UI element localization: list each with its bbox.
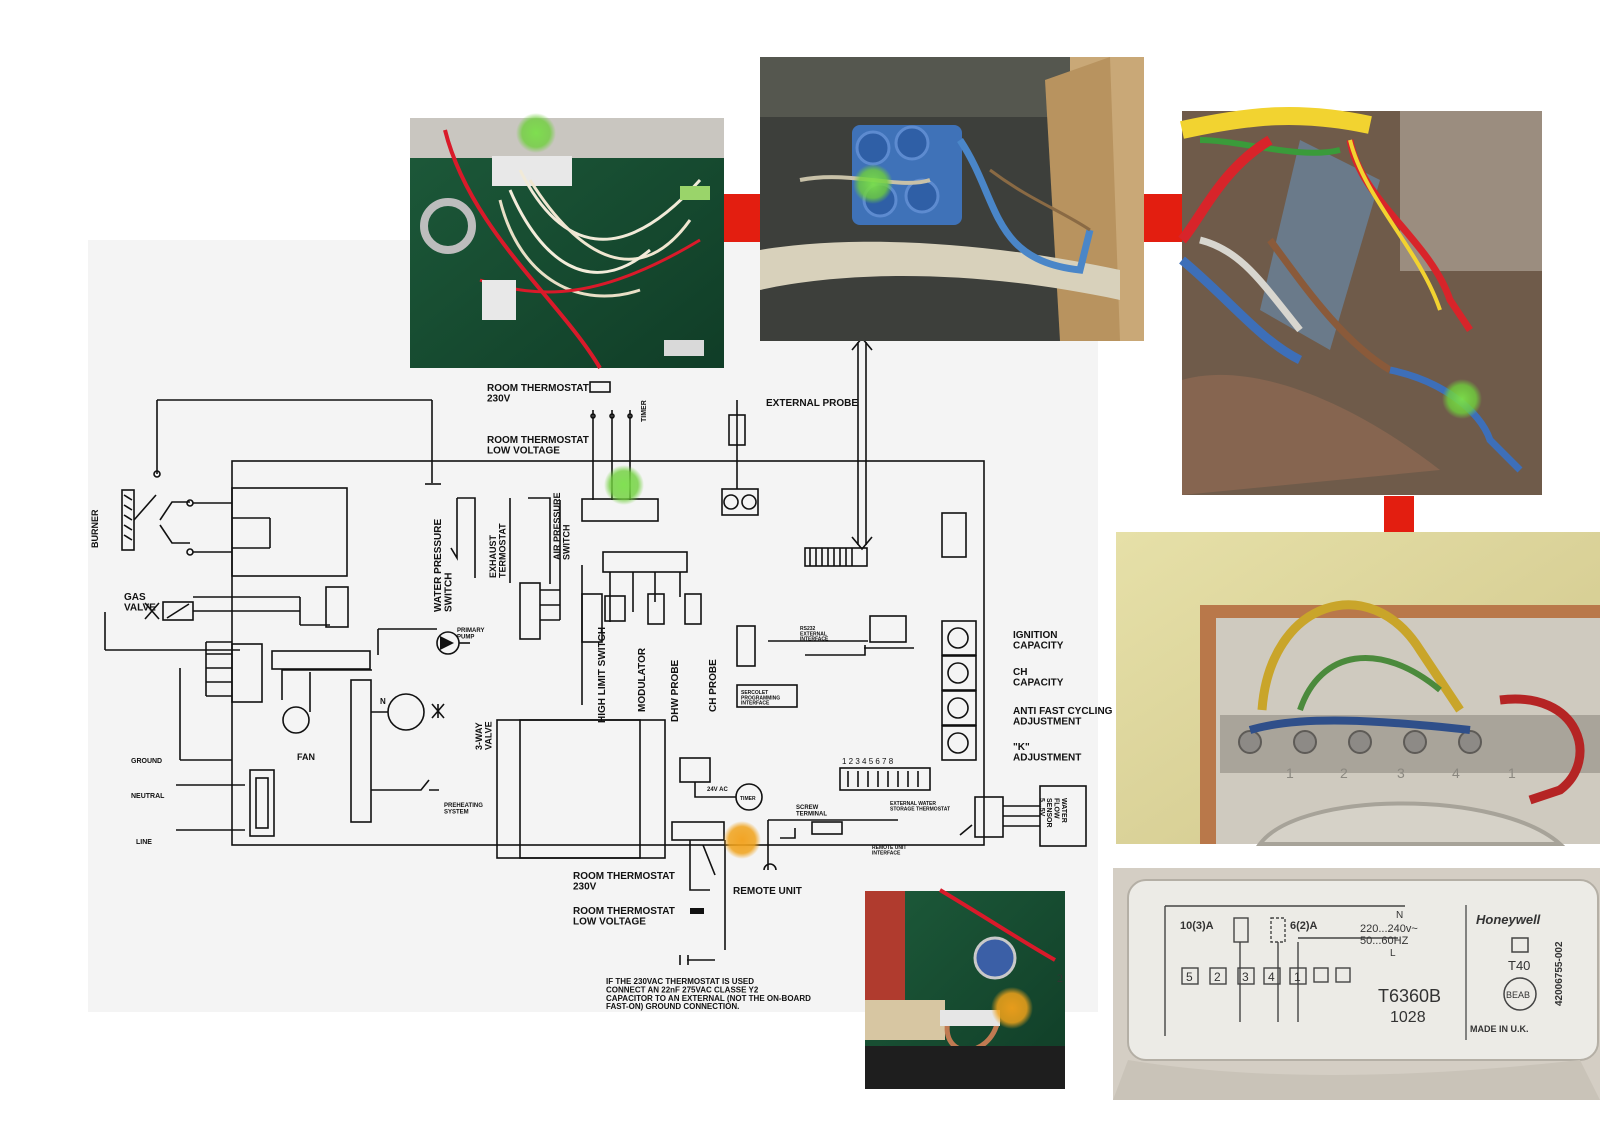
dhw-probe-label: DHW PROBE <box>670 659 681 722</box>
terminal-number-4: 4 <box>1452 765 1460 781</box>
water-pressure-switch-label: WATER PRESSURESWITCH <box>433 519 455 612</box>
rating-right: 6(2)A <box>1290 920 1318 932</box>
air-pressure-switch-label: AIR PRESSURESWITCH <box>552 492 572 560</box>
photo-thermostat-terminals: 1 2 3 4 1 <box>1116 532 1600 846</box>
connector-nnn <box>271 650 371 670</box>
label-terminal-3: 3 <box>1242 970 1249 984</box>
made-in-label: MADE IN U.K. <box>1470 1024 1529 1034</box>
main-ribbon-connector <box>804 547 868 567</box>
fan-symbol <box>282 706 310 734</box>
external-probe-label: EXTERNAL PROBE <box>766 398 858 409</box>
red-connector-2 <box>1142 194 1182 242</box>
remote-unit-label: REMOTE UNIT <box>733 886 802 897</box>
photo-pcb-bottom <box>865 888 1065 1089</box>
fan-label: FAN <box>297 752 315 762</box>
photo-connector-block <box>760 57 1144 341</box>
line-label: LINE <box>136 839 152 846</box>
high-limit-switch-label: HIGH LIMIT SWITCH <box>597 627 608 723</box>
terminal-screws <box>1238 730 1482 754</box>
t40-label: T40 <box>1508 958 1530 973</box>
voltage-label: 220...240v~ <box>1360 923 1418 935</box>
orange-marker-diagram <box>723 821 761 859</box>
l-mark: L <box>1390 948 1396 959</box>
label-terminal-5: 1 <box>1294 970 1301 984</box>
n-label: N <box>380 697 386 706</box>
burner-label: BURNER <box>90 509 100 548</box>
exhaust-termostat-label: EXHAUSTTERMOSTAT <box>488 523 508 578</box>
red-connector-3 <box>1384 496 1414 532</box>
water-flow-sensor-label: WATERFLOWSENSOR5...5V <box>1038 798 1067 828</box>
green-marker-diagram <box>604 465 644 505</box>
dip-numbers-label: 1 2 3 4 5 6 7 8 <box>842 757 894 766</box>
green-marker <box>516 113 556 153</box>
photo-honeywell-label: Honeywell T40 BEAB MADE IN U.K. 42006755… <box>1113 868 1600 1100</box>
pc-icon <box>869 615 907 643</box>
photo-pcb-top <box>410 113 724 370</box>
label-terminal-1: 5 <box>1186 970 1193 984</box>
transformer-block <box>231 487 348 577</box>
terminal-number-5: 1 <box>1508 765 1516 781</box>
sensor-connector <box>602 551 688 573</box>
bottom-thermostat-connector <box>671 821 725 841</box>
pressure-switches <box>450 497 561 640</box>
right-connector <box>941 512 967 558</box>
terminal-number-1: 1 <box>1286 765 1294 781</box>
diagram-background <box>88 240 1098 1012</box>
dip-switch <box>839 767 931 791</box>
label-terminal-boxes <box>1181 967 1351 985</box>
potentiometers <box>941 620 977 761</box>
green-marker <box>853 164 893 204</box>
n-mark: N <box>1396 910 1403 921</box>
k-adjustment-label: "K"ADJUSTMENT <box>1013 742 1081 764</box>
orange-marker <box>991 987 1033 1029</box>
frequency-label: 50...60HZ <box>1360 935 1409 947</box>
label-terminal-2: 2 <box>1214 970 1221 984</box>
mains-terminal <box>249 769 275 837</box>
model-number: T6360B <box>1378 986 1441 1006</box>
ch-probe-label: CH PROBE <box>708 659 719 712</box>
honeywell-brand: Honeywell <box>1476 912 1541 927</box>
ground-label: GROUND <box>131 758 162 765</box>
photo-wall-cavity <box>1178 106 1542 495</box>
burner-symbol <box>121 399 441 556</box>
rating-left: 10(3)A <box>1180 920 1214 932</box>
partial-label: 2 <box>1057 971 1063 985</box>
model-code: 1028 <box>1390 1009 1426 1026</box>
label-terminal-4: 4 <box>1268 970 1275 984</box>
timer-label: TIMER <box>740 796 756 802</box>
beab-mark: BEAB <box>1506 990 1530 1000</box>
green-marker <box>1442 379 1482 419</box>
v24-ac-label: 24V AC <box>707 787 728 793</box>
modulator-label: MODULATOR <box>637 647 648 712</box>
three-way-valve-label: 3-WAYVALVE <box>474 721 494 750</box>
red-connector-1 <box>724 194 760 242</box>
connector-block-left <box>231 643 263 703</box>
photo-link-connectors <box>724 194 1414 532</box>
terminal-number-2: 2 <box>1340 765 1348 781</box>
neutral-label: NEUTRAL <box>131 793 165 800</box>
timer-top-label: TIMER <box>641 400 648 422</box>
valve-connector <box>350 679 372 823</box>
terminal-number-3: 3 <box>1397 765 1405 781</box>
gas-valve-symbol <box>104 586 349 651</box>
serial-label: 42006755-002 <box>1554 941 1565 1006</box>
